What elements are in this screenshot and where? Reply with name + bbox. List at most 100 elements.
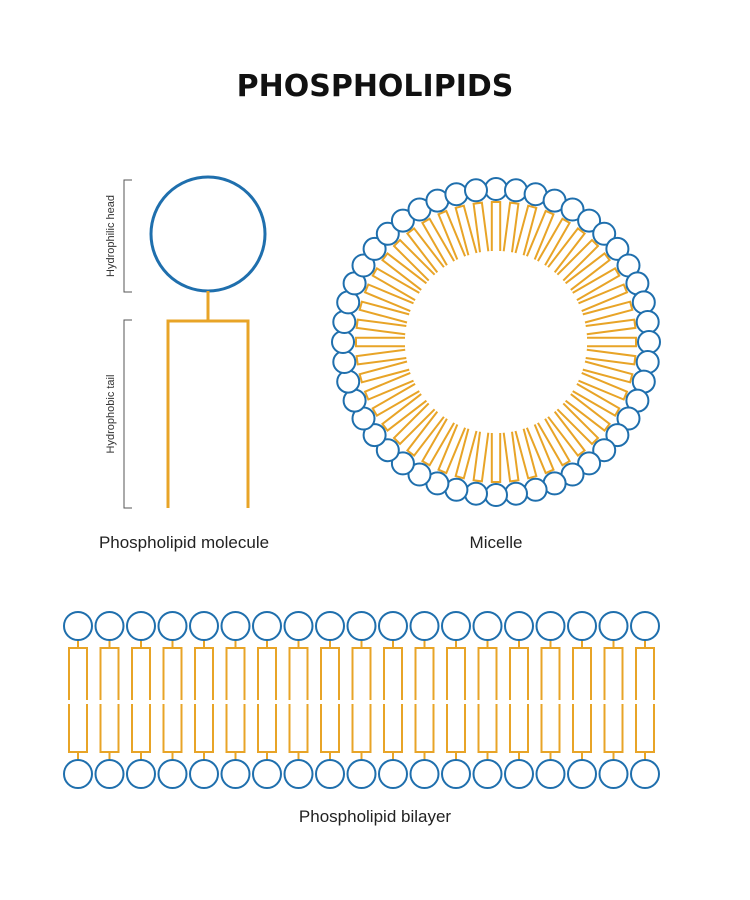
bilayer-bottom-head xyxy=(472,759,503,789)
micelle-tail xyxy=(525,209,555,260)
micelle-head xyxy=(560,197,585,222)
bilayer-tails xyxy=(509,640,529,760)
bilayer-tails xyxy=(194,640,214,760)
micelle-phospholipid xyxy=(514,428,548,502)
micelle-phospholipid xyxy=(362,236,428,291)
micelle-tail xyxy=(363,371,414,401)
bilayer-top-head xyxy=(252,611,282,641)
bilayer-top-head xyxy=(283,611,314,641)
micelle-phospholipid xyxy=(351,253,420,301)
bilayer-tails xyxy=(351,640,372,760)
micelle-phospholipid xyxy=(362,393,428,448)
micelle-tail xyxy=(353,336,405,348)
micelle-phospholipid xyxy=(331,330,405,354)
bilayer-bottom-head xyxy=(504,759,534,789)
bilayer-unit xyxy=(283,611,314,789)
bilayer-top-head xyxy=(63,611,93,641)
bilayer-bottom-head xyxy=(598,759,629,789)
bilayer-top-head xyxy=(157,611,188,641)
micelle-head xyxy=(635,350,660,374)
bilayer-unit xyxy=(252,611,282,789)
bilayer-tails xyxy=(99,640,120,760)
micelle-head xyxy=(351,253,376,278)
micelle-phospholipid xyxy=(547,410,602,476)
bilayer-tails xyxy=(225,640,246,760)
micelle-head xyxy=(523,477,548,502)
bilayer-unit xyxy=(409,611,440,789)
bilayer-caption: Phospholipid bilayer xyxy=(299,807,451,826)
bilayer-unit xyxy=(472,611,503,789)
micelle-tail xyxy=(582,300,635,324)
micelle-tail xyxy=(578,371,629,401)
micelle-tail xyxy=(490,433,502,485)
bilayer-tails xyxy=(414,640,435,760)
micelle-tail xyxy=(514,203,538,256)
micelle-head xyxy=(592,221,617,246)
bilayer-top-head xyxy=(409,611,440,641)
bilayer-bottom-head xyxy=(567,759,597,789)
bilayer-unit xyxy=(630,611,660,789)
micelle-tail xyxy=(582,360,635,384)
bilayer-bottom-head xyxy=(315,759,345,789)
micelle-head xyxy=(605,236,630,261)
micelle-phospholipid xyxy=(444,182,478,256)
micelle-head xyxy=(577,208,602,233)
micelle-head xyxy=(375,221,400,246)
micelle-phospholipid xyxy=(425,188,467,260)
bilayer-top-head xyxy=(472,611,503,641)
bilayer-tails xyxy=(162,640,183,760)
micelle-phospholipid xyxy=(375,221,436,282)
micelle-tail xyxy=(514,428,538,481)
bilayer-top-head xyxy=(567,611,597,641)
bilayer-bottom-head xyxy=(126,759,156,789)
micelle-head xyxy=(362,423,387,448)
micelle-tail xyxy=(454,428,478,481)
micelle-head xyxy=(484,177,508,201)
bilayer-top-head xyxy=(504,611,534,641)
bilayer-bottom-head xyxy=(409,759,440,789)
bilayer-tails xyxy=(383,640,403,760)
bilayer-tails xyxy=(257,640,277,760)
hydrophilic-head-circle xyxy=(149,175,267,293)
micelle-tail xyxy=(354,318,407,336)
micelle-phospholipid xyxy=(582,360,656,394)
micelle-phospholipid xyxy=(587,330,661,354)
bilayer-top-head xyxy=(315,611,345,641)
bilayer-unit xyxy=(157,611,188,789)
bilayer-tails xyxy=(540,640,561,760)
micelle-head xyxy=(375,438,400,463)
micelle-phospholipid xyxy=(336,360,410,394)
micelle-phospholipid xyxy=(585,310,660,336)
bilayer-bottom-head xyxy=(283,759,314,789)
bilayer-bottom-head xyxy=(535,759,566,789)
bilayer-tails xyxy=(320,640,340,760)
micelle-head xyxy=(635,310,660,334)
micelle-phospholipid xyxy=(375,402,436,463)
bilayer-unit xyxy=(220,611,251,789)
hydrophilic-head-label: Hydrophilic head xyxy=(105,195,117,277)
micelle-phospholipid xyxy=(464,178,490,253)
micelle-phospholipid xyxy=(564,393,630,448)
micelle-phospholipid xyxy=(585,348,660,374)
micelle-head xyxy=(444,182,469,207)
bilayer-structure xyxy=(63,611,660,789)
micelle-head xyxy=(332,350,357,374)
micelle-structure xyxy=(331,177,661,507)
bilayer-unit xyxy=(567,611,597,789)
micelle-tail xyxy=(454,203,478,256)
micelle-tail xyxy=(437,209,467,260)
micelle-tail xyxy=(585,318,638,336)
micelle-head xyxy=(464,481,488,506)
micelle-phospholipid xyxy=(332,310,407,336)
micelle-phospholipid xyxy=(564,236,630,291)
micelle-tail xyxy=(357,300,410,324)
micelle-tail xyxy=(472,431,490,484)
bilayer-unit xyxy=(126,611,156,789)
bilayer-bottom-head xyxy=(220,759,251,789)
micelle-phospholipid xyxy=(342,271,414,313)
micelle-head xyxy=(592,438,617,463)
micelle-tail xyxy=(578,283,629,313)
micelle-head xyxy=(390,208,415,233)
micelle-phospholipid xyxy=(390,410,445,476)
micelle-tail xyxy=(472,200,490,253)
